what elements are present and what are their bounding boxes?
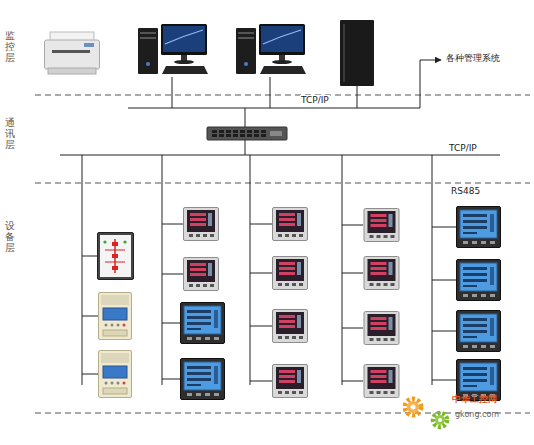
watermark-text: gkong.com <box>455 410 499 419</box>
network-wire <box>357 86 358 108</box>
watermark-text: 中华工控网 <box>452 394 497 404</box>
power-meter <box>184 208 219 241</box>
network-wire <box>245 140 246 155</box>
computer-icon <box>138 24 208 74</box>
printer-icon <box>45 32 100 74</box>
drawing-part <box>162 155 183 385</box>
drawing-part <box>233 130 238 133</box>
power-meter <box>273 208 308 241</box>
drawing-part <box>233 134 238 137</box>
protocol-label: TCP/IP <box>300 95 330 105</box>
watermark-gear <box>405 399 421 415</box>
tcpip-bus <box>128 108 420 109</box>
network-switch <box>207 127 287 140</box>
system-label: 各种管理系统 <box>445 53 501 63</box>
layer-divider <box>35 95 530 96</box>
power-meter <box>184 258 219 291</box>
watermark-gear <box>411 405 416 410</box>
drawing-part <box>261 130 266 133</box>
power-meter <box>181 359 225 400</box>
power-meter <box>364 312 399 345</box>
watermark-gear <box>438 418 442 422</box>
drawing-part <box>247 130 252 133</box>
power-meter <box>457 311 501 352</box>
layer-label: 监控层 <box>5 30 15 63</box>
drawing-part <box>226 134 231 137</box>
drawing-part <box>219 130 224 133</box>
drawing-part <box>212 130 217 133</box>
network-wire <box>270 77 271 108</box>
rs485-wiring <box>82 155 456 385</box>
layer-label: 设备层 <box>5 220 15 253</box>
drawing-part <box>254 130 259 133</box>
drawing-part <box>254 134 259 137</box>
drawing-part <box>270 131 282 136</box>
tcpip-bus <box>60 155 500 156</box>
computer-icon <box>236 24 306 74</box>
drawing-part <box>261 134 266 137</box>
protocol-label: TCP/IP <box>448 143 478 153</box>
display-panel <box>98 233 134 280</box>
drawing-part <box>226 130 231 133</box>
network-wire <box>172 77 173 108</box>
watermark-gear <box>435 415 445 425</box>
power-meter <box>273 257 308 290</box>
layer-label: 通讯层 <box>5 117 15 150</box>
watermark-gear <box>433 413 447 427</box>
power-meter <box>364 257 399 290</box>
layer-divider <box>35 183 530 184</box>
power-meter <box>273 365 308 398</box>
drawing-part <box>240 134 245 137</box>
power-meter <box>364 365 399 398</box>
power-meter <box>273 310 308 343</box>
protocol-label: RS485 <box>450 186 481 196</box>
drawing-part <box>240 130 245 133</box>
protection-relay <box>99 293 132 340</box>
switch-ports <box>212 130 282 137</box>
power-meter <box>181 303 225 344</box>
drawing-part <box>212 134 217 137</box>
watermark-gear <box>407 401 419 413</box>
network-wire <box>245 108 246 127</box>
power-meter <box>457 260 501 301</box>
power-meter <box>457 207 501 248</box>
drawing-part <box>342 155 363 385</box>
server-cabinet <box>340 20 374 86</box>
drawing-part <box>82 155 98 385</box>
power-meter <box>364 209 399 242</box>
drawing-part <box>250 155 272 385</box>
drawing-part <box>247 134 252 137</box>
protection-relay <box>99 351 132 398</box>
server-highlight <box>343 24 345 82</box>
drawing-part <box>219 134 224 137</box>
uplink-arrow <box>420 60 441 108</box>
